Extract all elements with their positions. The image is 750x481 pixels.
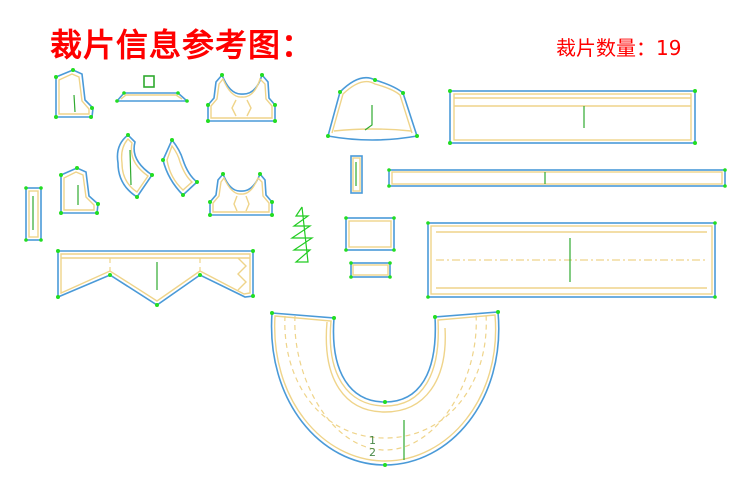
pattern-piece-long-band-2 (387, 168, 727, 188)
piece-count-label: 裁片数量： (556, 36, 656, 60)
collar-line-label-2: 2 (369, 446, 376, 459)
pattern-piece-front-bodice-small (54, 68, 94, 119)
pattern-piece-large-panel (426, 221, 717, 299)
collar-line-label-1: 1 (369, 434, 376, 447)
pattern-piece-waistband (115, 75, 190, 103)
pattern-piece-curved-facing-2 (161, 138, 199, 197)
pattern-piece-pocket (344, 216, 396, 252)
pattern-piece-narrow-strip (24, 186, 43, 242)
pattern-piece-sleeve (326, 76, 419, 141)
page-title: 裁片信息参考图： (50, 26, 315, 64)
pattern-piece-front-bodice-small-2 (59, 166, 100, 215)
pattern-piece-loop (350, 155, 363, 194)
pattern-piece-peplum (56, 249, 255, 307)
pattern-piece-circular-collar: 1 2 (270, 310, 500, 467)
pattern-piece-flap (349, 261, 392, 279)
piece-count-value: 19 (656, 36, 682, 60)
pattern-piece-ruffle-tab (290, 206, 314, 263)
pattern-piece-long-band-1 (448, 89, 697, 145)
pattern-piece-curved-facing-1 (116, 133, 154, 199)
pattern-piece-back-bodice (206, 73, 277, 123)
pattern-piece-back-bodice-2 (208, 172, 274, 217)
piece-count: 裁片数量：19 (556, 32, 681, 61)
